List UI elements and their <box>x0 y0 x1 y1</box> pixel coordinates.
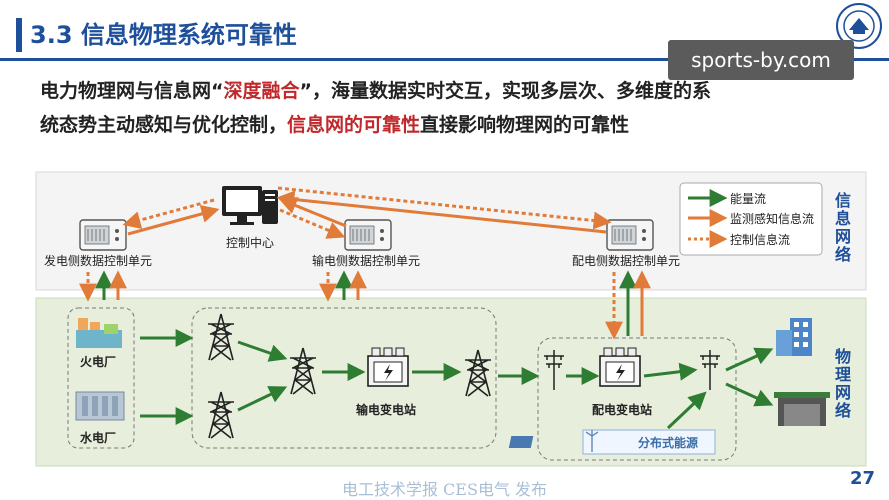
hydro-plant-icon <box>75 391 125 421</box>
tower-to-tower-top <box>237 340 288 362</box>
hydro-plant-label: 水电厂 <box>80 430 116 445</box>
tower-to-tower-bottom <box>237 386 288 412</box>
trans-control-unit-icon <box>344 219 392 251</box>
distributed-energy-to-pole <box>666 391 707 430</box>
legend: 能量流 监测感知信息流 控制信息流 <box>679 182 823 256</box>
highlight-deep-fusion: 深度融合 <box>223 80 300 102</box>
intro-text: ”，海量数据实时交互，实现多层次、多维度的系 <box>299 80 712 102</box>
intro-line-1: 电力物理网与信息网“深度融合”，海量数据实时交互，实现多层次、多维度的系 <box>40 76 860 106</box>
slide-title: 3.3 信息物理系统可靠性 <box>30 21 297 49</box>
intro-line-2: 统态势主动感知与优化控制，信息网的可靠性直接影响物理网的可靠性 <box>40 110 860 140</box>
control-center-label: 控制中心 <box>226 235 274 250</box>
trans-substation-label: 输电变电站 <box>356 402 416 417</box>
dist-substation-to-pole <box>643 362 698 381</box>
pole-to-factory <box>725 382 774 407</box>
thermal-plant-label: 火电厂 <box>80 354 116 369</box>
thermal-plant-icon <box>76 318 122 348</box>
watermark-badge: sports-by.com <box>668 40 854 80</box>
distributed-energy-box <box>582 429 716 455</box>
intro-text: 统态势主动感知与优化控制， <box>40 114 288 136</box>
layer-label-char: 物 <box>835 347 851 366</box>
university-logo-icon <box>836 3 882 49</box>
physical-network-layer <box>35 297 867 467</box>
physical-layer-label: 物 理 网 络 <box>835 347 851 420</box>
control-flow-to-trans <box>279 208 346 239</box>
vertical-flows <box>79 270 651 340</box>
dist-substation-icon <box>599 347 641 387</box>
control-flow-to-dist <box>277 186 612 230</box>
control-flow-to-gen <box>122 198 215 229</box>
info-layer-label: 信 息 网 络 <box>835 191 851 264</box>
legend-control-label: 控制信息流 <box>730 232 790 247</box>
trans-substation-icon <box>367 347 409 387</box>
intro-text: 直接影响物理网的可靠性 <box>420 114 630 136</box>
dist-control-unit-icon <box>606 219 654 251</box>
title-bar: 3.3 信息物理系统可靠性 <box>0 12 889 61</box>
layer-label-char: 息 <box>835 209 851 228</box>
control-center-icon <box>222 186 278 225</box>
legend-monitor-label: 监测感知信息流 <box>730 211 814 226</box>
monitor-flow-from-dist <box>276 190 607 234</box>
layer-label-char: 网 <box>835 227 851 246</box>
transmission-group <box>191 307 497 449</box>
power-plants-group <box>67 307 135 449</box>
pole-to-building <box>725 347 774 372</box>
gen-control-unit-icon <box>79 219 127 251</box>
distribution-group <box>537 337 737 461</box>
factory-icon <box>774 392 830 426</box>
distributed-energy-label: 分布式能源 <box>638 435 698 450</box>
info-flows <box>122 186 612 239</box>
trans-control-unit-label: 输电侧数据控制单元 <box>312 253 420 268</box>
layer-label-char: 络 <box>835 401 851 420</box>
title-underline <box>0 58 889 61</box>
solar-wind-icon <box>508 430 599 452</box>
layer-label-char: 信 <box>835 191 851 210</box>
layer-label-char: 络 <box>835 245 851 264</box>
layer-label-char: 网 <box>835 383 851 402</box>
energy-flows <box>140 329 774 430</box>
monitor-flow-from-gen <box>127 205 220 236</box>
dist-substation-label: 配电变电站 <box>592 402 652 417</box>
dist-control-unit-label: 配电侧数据控制单元 <box>572 253 680 268</box>
layer-label-char: 理 <box>835 365 851 384</box>
legend-energy-label: 能量流 <box>730 192 766 206</box>
commercial-building-icon <box>776 318 812 356</box>
title-accent-bar <box>16 18 22 52</box>
page-number: 27 <box>850 468 876 489</box>
intro-text: 电力物理网与信息网“ <box>40 80 224 102</box>
gen-control-unit-label: 发电侧数据控制单元 <box>44 253 152 268</box>
publisher-footer: 电工技术学报 CES电气 发布 <box>341 480 548 499</box>
highlight-info-reliability: 信息网的可靠性 <box>287 114 421 136</box>
